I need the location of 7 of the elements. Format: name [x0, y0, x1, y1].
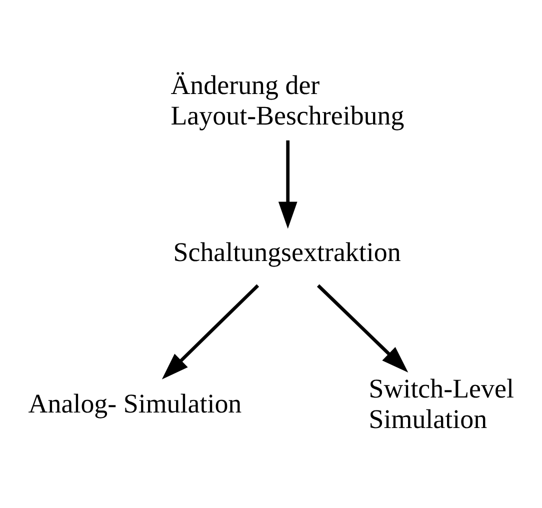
arrow	[316, 284, 408, 372]
node-text: Analog- Simulation	[28, 388, 242, 418]
node-text: Änderung der Layout-Beschreibung	[170, 70, 404, 130]
arrow	[162, 284, 260, 379]
arrow	[278, 140, 298, 228]
node-text: Schaltungsextraktion	[173, 236, 401, 266]
node-text: Switch-Level Simulation	[368, 372, 514, 434]
